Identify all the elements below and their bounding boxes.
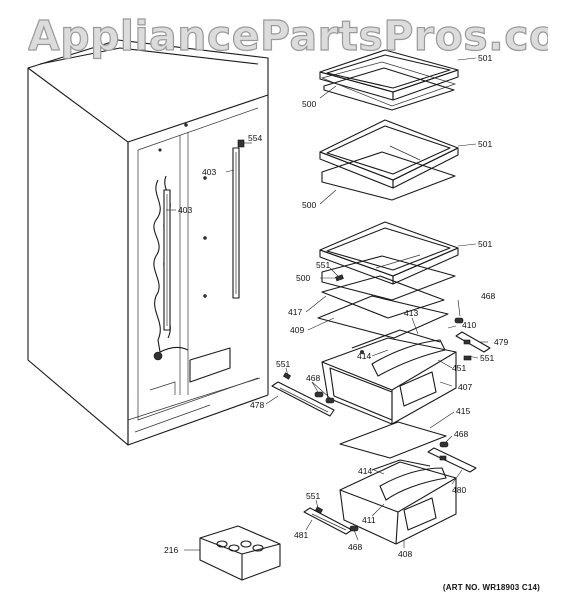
crisper-drawer-part-407 [321,329,457,425]
callout-label: 500 [302,99,316,109]
art-number: (ART NO. WR18903 C14) [442,583,540,592]
callout-label: 411 [362,515,376,525]
shelf-rail-part-403-rear [163,189,171,331]
shelf-rail-part-403-front [232,147,240,299]
door-bin-part-216 [199,525,281,581]
callout-label: 407 [458,382,472,392]
slide-rail-part-479 [455,331,491,353]
refrigerator-cabinet [27,39,269,446]
screw-part-554 [237,139,252,148]
callout-label: 451 [452,363,466,373]
callout-label: 501 [478,239,492,249]
watermark-text: AppliancePartsPros.com [28,12,548,60]
callout-label: 414 [358,466,372,476]
callout-label: 500 [302,200,316,210]
callout-label: 551 [276,359,290,369]
callout-label: 468 [348,542,362,552]
callout-label: 216 [164,545,178,555]
callout-label: 468 [454,429,468,439]
callout-label: 478 [250,400,264,410]
callout-label: 413 [404,308,418,318]
callout-label: 417 [288,307,302,317]
leader-lines [166,57,488,551]
callout-label: 551 [316,260,330,270]
callout-label: 479 [494,337,508,347]
shelf-assembly-1 [319,49,459,111]
callout-label: 403 [178,205,192,215]
callout-label: 501 [478,53,492,63]
crisper-cover-part-415 [339,421,447,459]
callout-label: 414 [357,351,371,361]
callout-label: 403 [202,167,216,177]
callout-label: 551 [480,353,494,363]
callout-label: 468 [481,291,495,301]
callout-label: 500 [296,273,310,283]
callout-label: 480 [452,485,466,495]
callout-label: 554 [248,133,262,143]
callout-label: 408 [398,549,412,559]
callout-label: 409 [290,325,304,335]
shelf-assembly-3 [319,221,459,301]
callout-label: 551 [306,491,320,501]
shelf-assembly-2 [319,119,459,201]
callout-label: 501 [478,139,492,149]
callout-label: 415 [456,406,470,416]
slide-rail-part-478 [271,381,335,417]
crisper-cover-part-409 [317,275,449,339]
callout-label: 481 [294,530,308,540]
callout-label: 468 [306,373,320,383]
callout-labels: 501 500 554 403 403 501 500 501 551 500 … [164,53,508,559]
small-hardware [282,274,472,532]
callout-label: 410 [462,320,476,330]
site-watermark: AppliancePartsPros.com [28,11,548,60]
crisper-drawer-part-408 [339,459,457,545]
slide-rail-part-480 [427,447,477,473]
